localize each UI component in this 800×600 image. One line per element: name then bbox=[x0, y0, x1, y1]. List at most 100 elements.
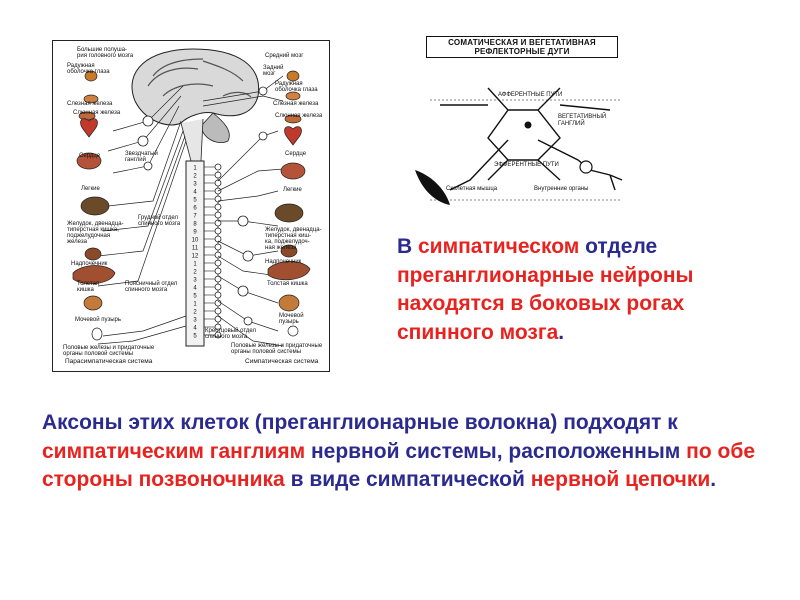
spinal-segment-number: 1 bbox=[193, 166, 197, 172]
lacrimal-gland-icon bbox=[285, 91, 301, 101]
label-bladder-left: Мочевой пузырь bbox=[75, 317, 121, 323]
sympathetic-chain-ganglia bbox=[204, 163, 222, 339]
genitals-icon bbox=[91, 327, 103, 341]
adrenal-gland-icon bbox=[84, 247, 102, 261]
spinal-cord bbox=[185, 160, 205, 347]
brain-illustration bbox=[131, 48, 260, 162]
label-efferent: ЭФФЕРЕНТНЫЕ ПУТИ bbox=[494, 162, 559, 168]
label-iris-right: Радужная оболочка глаза bbox=[275, 81, 318, 93]
text1-period: . bbox=[558, 320, 565, 344]
chain-ganglion bbox=[214, 163, 222, 171]
organ-icons-left bbox=[72, 70, 116, 341]
chain-ganglion bbox=[214, 315, 222, 323]
label-iris-left: Радужная оболочка глаза bbox=[67, 63, 110, 75]
label-genitals-right: Половые железы и придаточные органы поло… bbox=[231, 343, 323, 355]
label-ganglion: Звездчатый ганглий bbox=[125, 151, 158, 163]
label-skeletal-muscle: Скелетная мышца bbox=[446, 186, 498, 192]
label-colon-right: Толстая кишка bbox=[267, 281, 308, 287]
spinal-segment-number: 3 bbox=[193, 182, 197, 188]
autonomic-ganglion-icon bbox=[579, 160, 593, 174]
label-lacrimal-right: Слезная железа bbox=[273, 101, 319, 107]
reflex-arcs-diagram: СОМАТИЧЕСКАЯ И ВЕГЕТАТИВНАЯ РЕФЛЕКТОРНЫЕ… bbox=[410, 30, 632, 210]
iris-icon bbox=[286, 70, 300, 82]
spinal-segment-number: 7 bbox=[193, 214, 197, 220]
spinal-segment-number: 2 bbox=[193, 310, 197, 316]
caption-sympathetic: Симпатическая система bbox=[245, 358, 319, 365]
spinal-segment-number: 2 bbox=[193, 174, 197, 180]
chain-ganglion bbox=[214, 267, 222, 275]
spinal-segment-number: 3 bbox=[193, 318, 197, 324]
text2-part3: нервной системы, расположенным bbox=[305, 439, 687, 463]
salivary-gland-icon bbox=[284, 114, 302, 124]
label-midbrain: Средний мозг bbox=[265, 53, 304, 59]
label-adrenal-right: Надпочечник bbox=[265, 259, 302, 265]
stomach-icon bbox=[80, 196, 110, 216]
label-afferent: АФФЕРЕНТНЫЕ ПУТИ bbox=[498, 92, 563, 98]
colon-icon bbox=[267, 261, 311, 281]
text2-part1: Аксоны этих клеток (преганглионарные вол… bbox=[42, 411, 678, 434]
reflex-arcs-drawing bbox=[415, 87, 623, 205]
text1-sympathetic: симпатическом bbox=[418, 235, 580, 258]
text2-period: . bbox=[710, 468, 717, 491]
chain-ganglion bbox=[214, 299, 222, 307]
chain-ganglion bbox=[214, 243, 222, 251]
reflex-title: СОМАТИЧЕСКАЯ И ВЕГЕТАТИВНАЯ РЕФЛЕКТОРНЫЕ… bbox=[426, 36, 618, 58]
label-thoracic: Грудной отдел спинного мозга bbox=[138, 215, 181, 227]
ganglion-nodes bbox=[137, 86, 268, 326]
spinal-segment-number: 4 bbox=[193, 286, 197, 292]
skeletal-muscle-icon bbox=[415, 170, 450, 205]
colon-icon bbox=[72, 265, 116, 285]
label-genitals-left: Половые железы и придаточные органы поло… bbox=[63, 345, 155, 357]
label-sacral: Крестцовый отдел спинного мозга bbox=[205, 328, 257, 340]
chain-ganglion bbox=[214, 203, 222, 211]
spinal-segment-number: 9 bbox=[193, 230, 197, 236]
reflex-title-text: СОМАТИЧЕСКАЯ И ВЕГЕТАТИВНАЯ РЕФЛЕКТОРНЫЕ… bbox=[448, 38, 596, 56]
spinal-segment-number: 11 bbox=[192, 246, 199, 252]
heart-icon bbox=[284, 126, 302, 146]
text2-part5: в виде симпатической bbox=[284, 468, 531, 491]
text1-part1: В bbox=[397, 235, 418, 258]
label-salivary-right: Слюнная железа bbox=[275, 113, 323, 119]
spinal-segment-number: 5 bbox=[193, 294, 197, 300]
stomach-icon bbox=[274, 203, 304, 223]
chain-ganglion bbox=[214, 227, 222, 235]
label-stomach-right: Желудок, двенадца- типерстная киш- ка, п… bbox=[265, 227, 322, 251]
axons-ganglia-text: Аксоны этих клеток (преганглионарные вол… bbox=[42, 409, 762, 495]
label-bladder-right: Мочевой пузырь bbox=[279, 313, 304, 325]
spinal-segment-number: 1 bbox=[193, 302, 197, 308]
chain-ganglion bbox=[214, 171, 222, 179]
genitals-icon bbox=[287, 325, 299, 337]
label-lacrimal-left: Слезная железа bbox=[67, 101, 113, 107]
label-lungs-right: Легкие bbox=[283, 187, 302, 193]
sympathetic-preganglionic-text: В симпатическом отделе преганглионарные … bbox=[397, 233, 777, 347]
interneuron-icon bbox=[524, 121, 532, 129]
chain-ganglion bbox=[214, 259, 222, 267]
text1-preganglionic-location: преганглионарные нейроны находятся в бок… bbox=[397, 263, 694, 344]
spinal-segment-number: 4 bbox=[193, 190, 197, 196]
iris-icon bbox=[84, 70, 98, 82]
adrenal-gland-icon bbox=[280, 244, 298, 258]
spinal-segment-number: 6 bbox=[193, 206, 197, 212]
chain-ganglion bbox=[214, 283, 222, 291]
lungs-icon bbox=[76, 152, 102, 170]
text2-sympathetic-ganglia: симпатическим ганглиям bbox=[42, 439, 306, 463]
spinal-segment-number: 5 bbox=[193, 198, 197, 204]
lungs-icon bbox=[280, 162, 306, 180]
bladder-icon bbox=[278, 294, 300, 312]
label-salivary-left: Слюнная железа bbox=[73, 110, 121, 116]
spinal-segment-number: 2 bbox=[193, 270, 197, 276]
caption-parasympathetic: Парасимпатическая система bbox=[65, 358, 153, 365]
label-heart-left: Сердце bbox=[79, 153, 101, 159]
chain-ganglion bbox=[214, 195, 222, 203]
spinal-segment-number: 4 bbox=[193, 326, 197, 332]
heart-icon bbox=[80, 118, 98, 138]
label-hindbrain: Задний мозг bbox=[263, 65, 284, 77]
label-heart-right: Сердце bbox=[285, 151, 307, 157]
label-lungs-left: Легкие bbox=[81, 186, 100, 192]
bladder-icon bbox=[83, 295, 103, 311]
lacrimal-gland-icon bbox=[83, 94, 99, 104]
